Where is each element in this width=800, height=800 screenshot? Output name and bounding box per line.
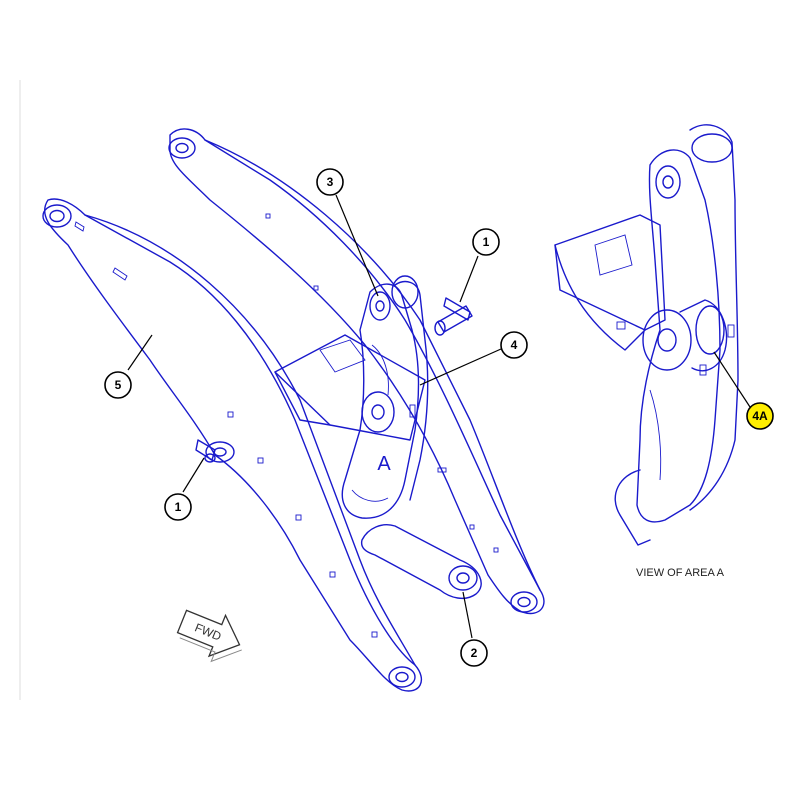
callout-3-label: 3 [327, 175, 334, 189]
pin-upper [434, 297, 473, 336]
callout-5[interactable]: 5 [104, 371, 132, 399]
callout-1-upper-label: 1 [483, 235, 490, 249]
area-label: A [377, 453, 391, 475]
callout-4a-label: 4A [752, 409, 768, 423]
callout-2-label: 2 [471, 646, 478, 660]
tilt-lever [341, 275, 429, 519]
callout-4-label: 4 [511, 338, 518, 352]
callout-3[interactable]: 3 [316, 168, 344, 196]
detail-caption: VIEW OF AREA A [636, 567, 725, 579]
callout-4[interactable]: 4 [500, 331, 528, 359]
lift-arm-rear [168, 128, 545, 615]
lift-arm-front [42, 198, 423, 692]
detail-view-area-a [554, 124, 739, 546]
tilt-link [360, 524, 482, 600]
callout-5-label: 5 [115, 378, 122, 392]
forward-arrow: FWD [176, 609, 242, 663]
callout-4a[interactable]: 4A [746, 402, 774, 430]
cross-tube [274, 334, 426, 441]
callout-2[interactable]: 2 [460, 639, 488, 667]
pin-lower [195, 439, 216, 463]
callout-1-lower[interactable]: 1 [164, 493, 192, 521]
callout-1-upper[interactable]: 1 [472, 228, 500, 256]
callout-1-lower-label: 1 [175, 500, 182, 514]
leader-lines [127, 194, 751, 639]
